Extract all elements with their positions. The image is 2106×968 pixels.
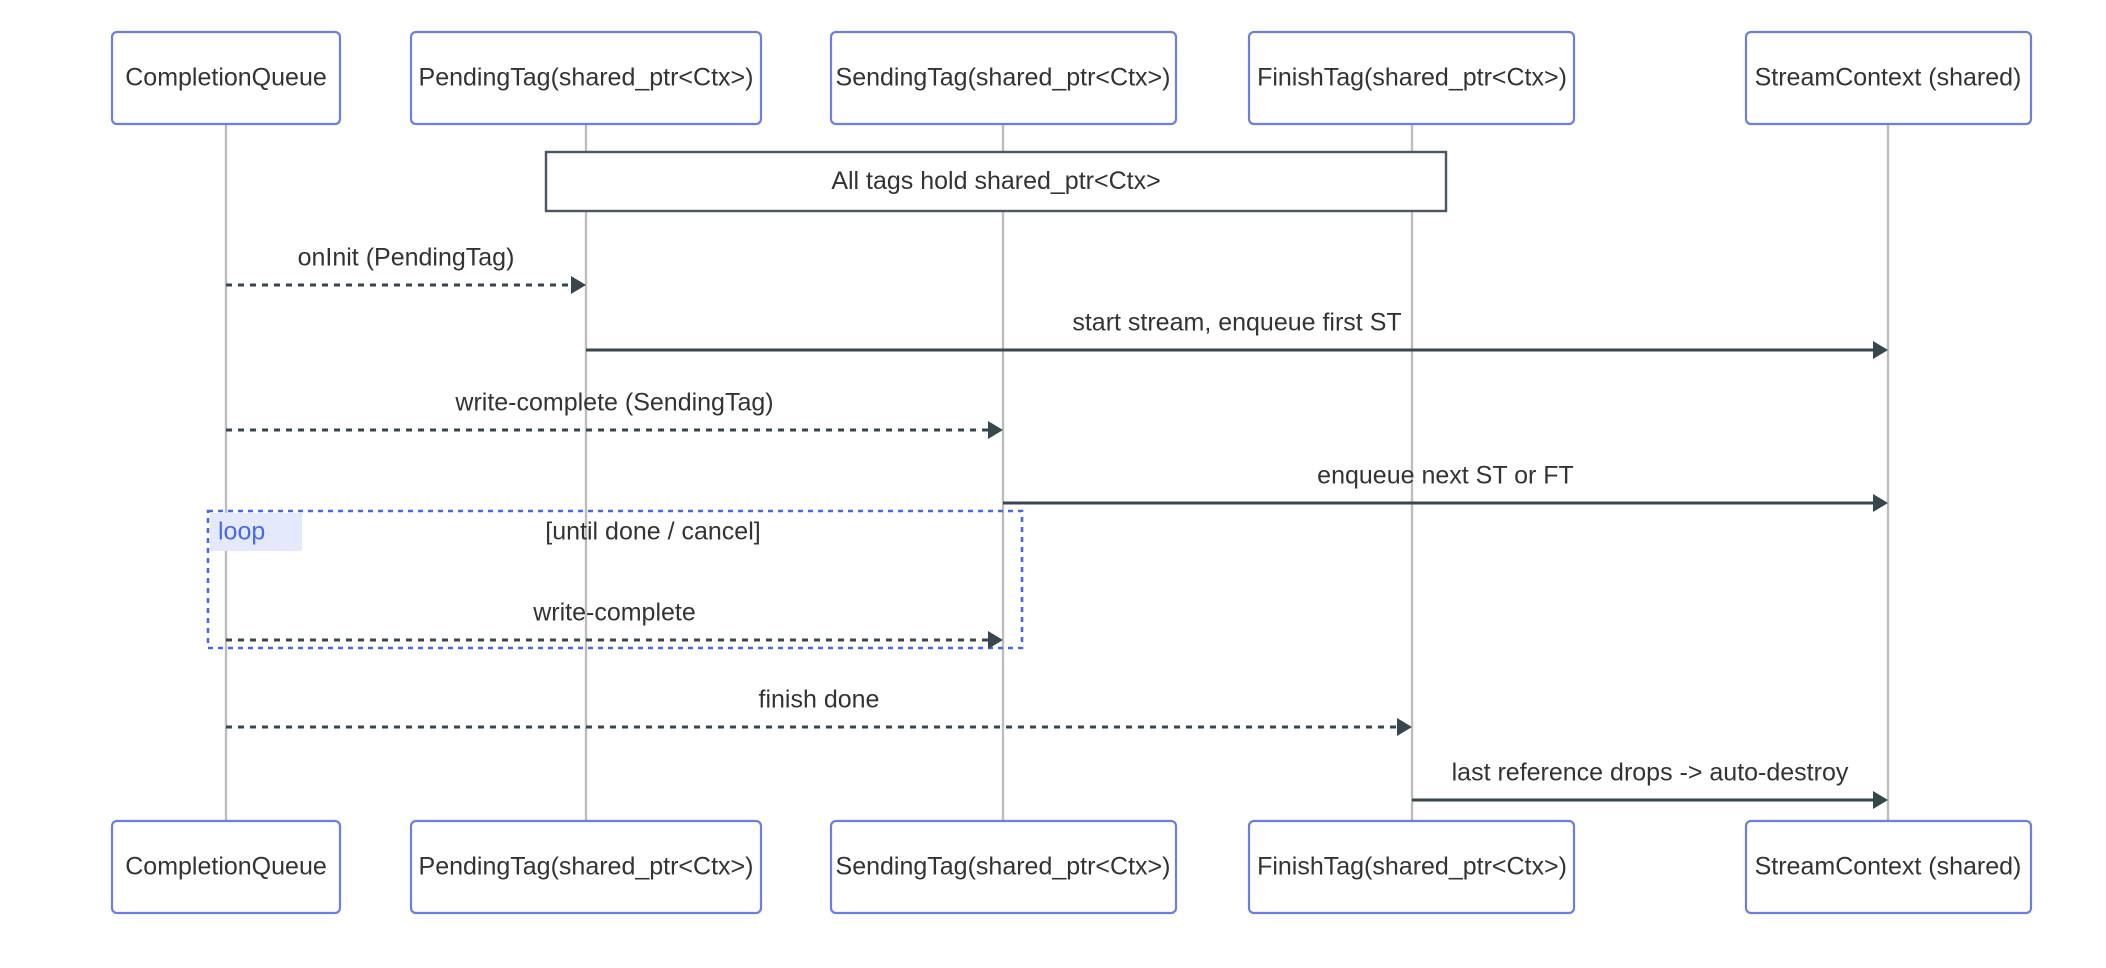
message-arrowhead-icon [1873,341,1888,359]
participant-box-st[interactable] [829,819,1178,915]
participant-label-cq: CompletionQueue [125,853,327,881]
participant-label-pt: PendingTag(shared_ptr<Ctx>) [419,853,754,881]
participant-label-sc: StreamContext (shared) [1755,853,2022,881]
participant-label-ft: FinishTag(shared_ptr<Ctx>) [1257,64,1567,92]
note-text: All tags hold shared_ptr<Ctx> [831,167,1160,195]
message-arrowhead-icon [988,421,1003,439]
message-label: onInit (PendingTag) [298,244,515,272]
message-msg-enqueue-next[interactable]: enqueue next ST or FT [1003,462,1888,512]
participant-box-st[interactable] [829,30,1178,126]
message-msg-write-complete-loop[interactable]: write-complete [226,599,1003,649]
participant-box-ft[interactable] [1247,30,1576,126]
fragment-tab [210,513,302,551]
message-msg-oninit[interactable]: onInit (PendingTag) [226,244,586,294]
participant-box-pt[interactable] [409,819,763,915]
message-label: write-complete [532,599,696,627]
participant-top-cq[interactable]: CompletionQueue [110,30,342,126]
participant-box-sc[interactable] [1744,819,2033,915]
participant-label-st: SendingTag(shared_ptr<Ctx>) [836,853,1171,881]
participant-box-pt[interactable] [409,30,763,126]
message-label: write-complete (SendingTag) [454,389,773,417]
message-arrowhead-icon [988,631,1003,649]
message-msg-last-reference[interactable]: last reference drops -> auto-destroy [1412,759,1888,809]
note-box [544,150,1448,213]
fragment-border [206,509,1024,650]
participant-bottom-pt[interactable]: PendingTag(shared_ptr<Ctx>) [409,819,763,915]
participant-top-pt[interactable]: PendingTag(shared_ptr<Ctx>) [409,30,763,126]
participant-box-cq[interactable] [110,30,342,126]
notes-group: All tags hold shared_ptr<Ctx> [544,150,1448,213]
participant-label-cq: CompletionQueue [125,64,327,92]
fragment-condition-label: [until done / cancel] [545,518,760,546]
participant-top-st[interactable]: SendingTag(shared_ptr<Ctx>) [829,30,1178,126]
message-label: start stream, enqueue first ST [1072,309,1401,337]
messages-group: onInit (PendingTag) start stream, enqueue… [226,244,1888,809]
participant-bottom-cq[interactable]: CompletionQueue [110,819,342,915]
participant-top-sc[interactable]: StreamContext (shared) [1744,30,2033,126]
participant-label-pt: PendingTag(shared_ptr<Ctx>) [419,64,754,92]
message-msg-write-complete-sendingtag[interactable]: write-complete (SendingTag) [226,389,1003,439]
participant-label-st: SendingTag(shared_ptr<Ctx>) [836,64,1171,92]
message-arrowhead-icon [1873,494,1888,512]
fragment-loop: loop [until done / cancel] [206,509,1024,650]
message-arrowhead-icon [571,276,586,294]
message-arrowhead-icon [1397,718,1412,736]
participant-label-ft: FinishTag(shared_ptr<Ctx>) [1257,853,1567,881]
message-label: last reference drops -> auto-destroy [1452,759,1849,787]
message-label: finish done [759,686,880,714]
fragments-group: loop [until done / cancel] [206,509,1024,650]
fragment-kind-label: loop [218,518,265,546]
participant-top-ft[interactable]: FinishTag(shared_ptr<Ctx>) [1247,30,1576,126]
note-note-all-tags: All tags hold shared_ptr<Ctx> [544,150,1448,213]
participants-group: CompletionQueueCompletionQueuePendingTag… [110,30,2033,915]
participant-box-sc[interactable] [1744,30,2033,126]
participant-box-cq[interactable] [110,819,342,915]
participant-bottom-sc[interactable]: StreamContext (shared) [1744,819,2033,915]
participant-bottom-ft[interactable]: FinishTag(shared_ptr<Ctx>) [1247,819,1576,915]
participant-box-ft[interactable] [1247,819,1576,915]
participant-bottom-st[interactable]: SendingTag(shared_ptr<Ctx>) [829,819,1178,915]
lifelines-group [224,124,1890,821]
message-msg-start-stream[interactable]: start stream, enqueue first ST [586,309,1888,359]
message-arrowhead-icon [1873,791,1888,809]
message-label: enqueue next ST or FT [1317,462,1574,490]
participant-label-sc: StreamContext (shared) [1755,64,2022,92]
message-msg-finish-done[interactable]: finish done [226,686,1412,736]
